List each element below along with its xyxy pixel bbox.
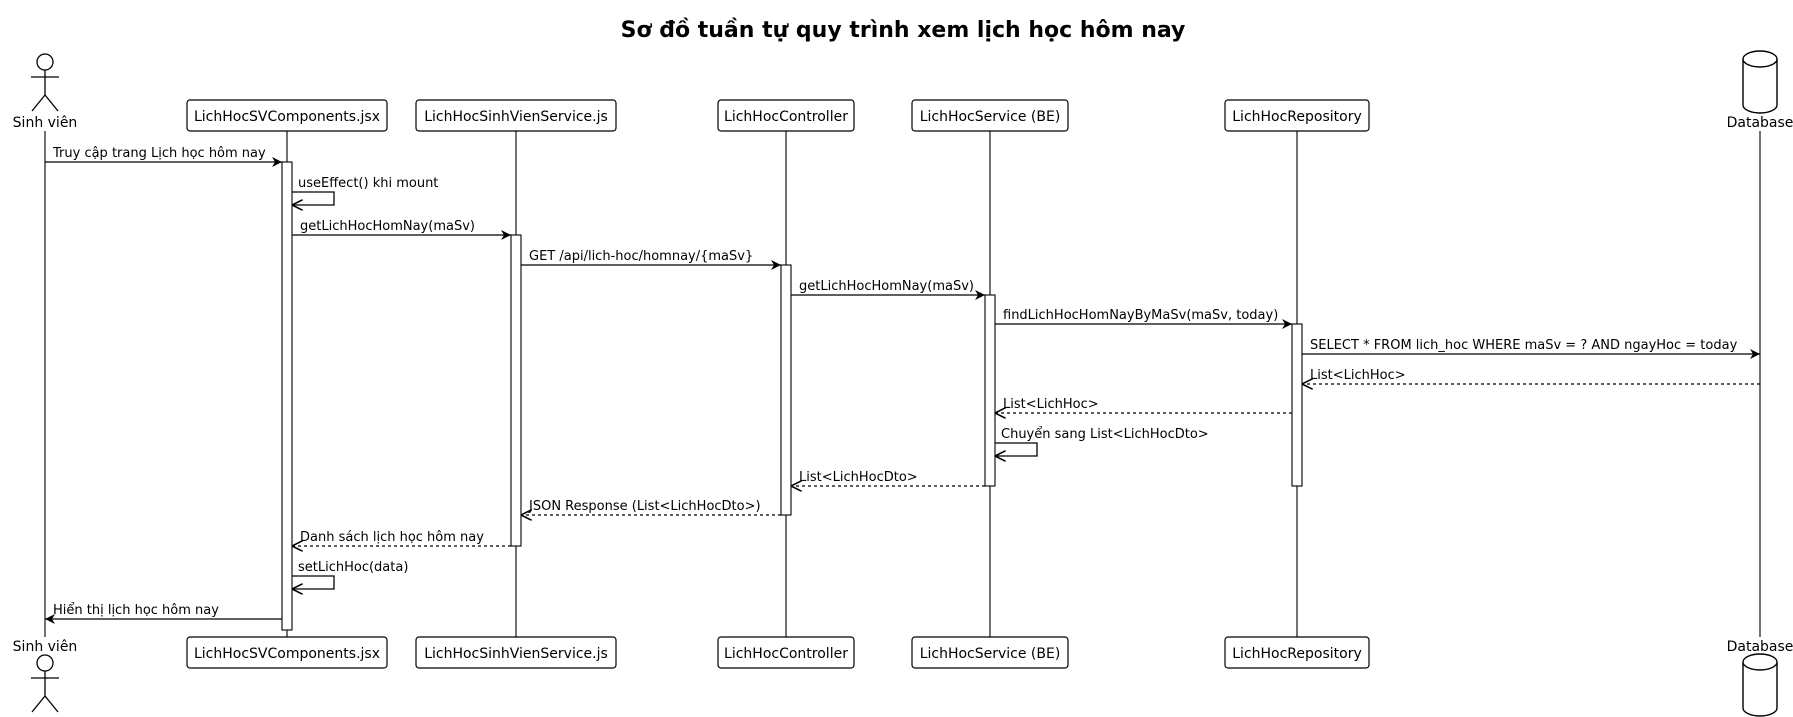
actor-leg-left	[31, 94, 46, 112]
activation-bar-repo	[1291, 323, 1303, 487]
message-label: Danh sách lịch học hôm nay	[300, 530, 484, 545]
message-label: List<LichHoc>	[1310, 368, 1406, 383]
database-label-top: Database	[1727, 115, 1793, 131]
message-label: useEffect() khi mount	[298, 176, 438, 191]
message-label: getLichHocHomNay(maSv)	[799, 279, 974, 294]
message-12: Danh sách lịch học hôm nay	[292, 530, 511, 546]
participant-label-besvc-bottom: LichHocService (BE)	[920, 646, 1061, 662]
participant-label-ctrl-bottom: LichHocController	[724, 646, 848, 662]
message-label: Truy cập trang Lịch học hôm nay	[52, 146, 266, 161]
message-4: getLichHocHomNay(maSv)	[791, 279, 985, 300]
participant-box-besvc-top	[911, 99, 1069, 132]
actor-label-bottom: Sinh viên	[13, 639, 78, 655]
actor-head	[36, 53, 54, 71]
message-8: List<LichHoc>	[995, 397, 1292, 413]
activation-bar-besvc	[984, 294, 996, 487]
activation-bar-comp	[281, 161, 293, 631]
message-label: Chuyển sang List<LichHocDto>	[1001, 427, 1209, 442]
message-label: getLichHocHomNay(maSv)	[300, 219, 475, 234]
participant-label-svc-top: LichHocSinhVienService.js	[424, 109, 608, 125]
actor-leg-left	[31, 695, 46, 713]
message-label: SELECT * FROM lich_hoc WHERE maSv = ? AN…	[1310, 338, 1738, 353]
participant-box-comp-top	[186, 99, 388, 132]
actor-leg-right	[44, 695, 59, 713]
activation-bar-svc	[510, 234, 522, 547]
participant-label-repo-bottom: LichHocRepository	[1232, 646, 1362, 662]
participant-box-repo-top	[1224, 99, 1370, 132]
message-label: List<LichHocDto>	[799, 470, 918, 485]
message-1: useEffect() khi mount	[292, 176, 438, 205]
message-11: JSON Response (List<LichHocDto>)	[521, 499, 781, 515]
participant-label-besvc-top: LichHocService (BE)	[920, 109, 1061, 125]
message-10: List<LichHocDto>	[791, 470, 985, 486]
participant-label-ctrl-top: LichHocController	[724, 109, 848, 125]
message-label: setLichHoc(data)	[298, 560, 408, 575]
self-arrow	[292, 575, 335, 589]
participant-box-repo-bottom	[1224, 636, 1370, 669]
actor-leg-right	[44, 94, 59, 112]
participant-label-comp-top: LichHocSVComponents.jsx	[194, 109, 380, 125]
database-label-bottom: Database	[1727, 639, 1793, 655]
database-cylinder	[1742, 653, 1778, 717]
message-13: setLichHoc(data)	[292, 560, 408, 589]
message-9: Chuyển sang List<LichHocDto>	[995, 427, 1209, 456]
participant-box-svc-top	[415, 99, 617, 132]
database-icon-bottom	[1742, 653, 1778, 717]
participant-label-comp-bottom: LichHocSVComponents.jsx	[194, 646, 380, 662]
diagram-title: Sơ đồ tuần tự quy trình xem lịch học hôm…	[621, 18, 1186, 43]
database-cylinder	[1742, 50, 1778, 114]
actor-icon-top	[31, 53, 59, 112]
message-label: findLichHocHomNayByMaSv(maSv, today)	[1003, 308, 1278, 323]
participant-box-ctrl-bottom	[717, 636, 855, 669]
activation-bars	[281, 161, 1303, 631]
participant-box-comp-bottom	[186, 636, 388, 669]
message-5: findLichHocHomNayByMaSv(maSv, today)	[995, 308, 1292, 329]
message-2: getLichHocHomNay(maSv)	[292, 219, 511, 240]
actor-label-top: Sinh viên	[13, 115, 78, 131]
participant-label-svc-bottom: LichHocSinhVienService.js	[424, 646, 608, 662]
message-3: GET /api/lich-hoc/homnay/{maSv}	[521, 249, 781, 270]
message-label: List<LichHoc>	[1003, 397, 1099, 412]
message-label: GET /api/lich-hoc/homnay/{maSv}	[529, 249, 753, 264]
message-0: Truy cập trang Lịch học hôm nay	[45, 146, 282, 167]
message-label: JSON Response (List<LichHocDto>)	[528, 499, 761, 514]
database-icon-top	[1742, 50, 1778, 114]
message-7: List<LichHoc>	[1302, 368, 1760, 384]
participant-box-svc-bottom	[415, 636, 617, 669]
message-6: SELECT * FROM lich_hoc WHERE maSv = ? AN…	[1302, 338, 1760, 359]
message-14: Hiển thị lịch học hôm nay	[45, 603, 282, 624]
self-arrow	[995, 442, 1038, 456]
actor-head	[36, 654, 54, 672]
activation-bar-ctrl	[780, 264, 792, 516]
self-arrow	[292, 191, 335, 205]
participant-box-besvc-bottom	[911, 636, 1069, 669]
participant-box-ctrl-top	[717, 99, 855, 132]
messages: Truy cập trang Lịch học hôm nay useEffect…	[45, 146, 1760, 624]
participant-label-repo-top: LichHocRepository	[1232, 109, 1362, 125]
actor-icon-bottom	[31, 654, 59, 713]
message-label: Hiển thị lịch học hôm nay	[53, 603, 219, 618]
